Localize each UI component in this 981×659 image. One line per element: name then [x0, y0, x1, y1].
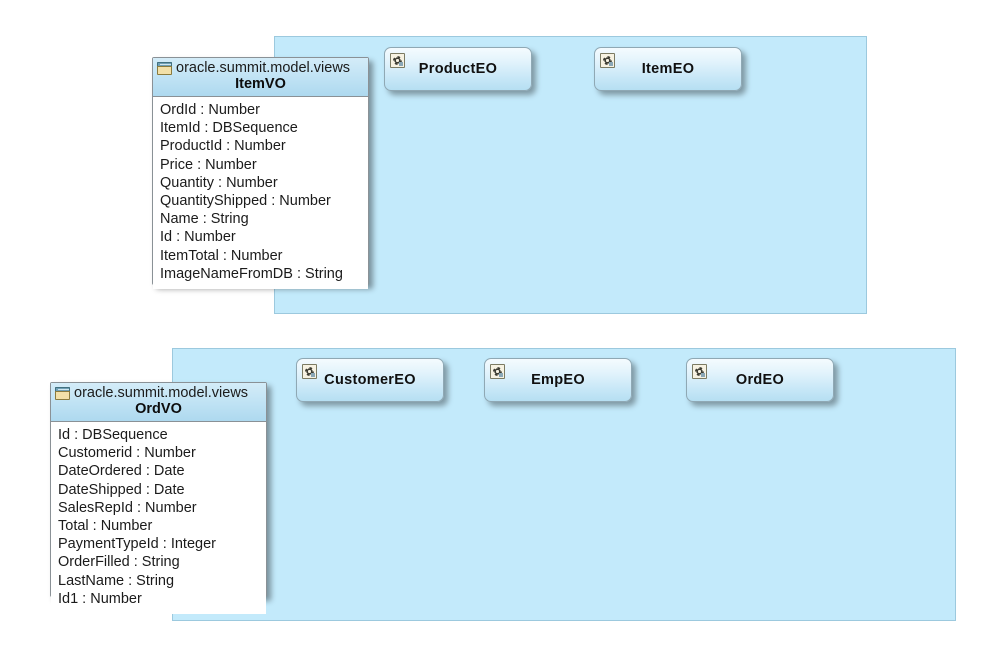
attribute-row: Id : Number [160, 229, 236, 246]
view-object-icon [55, 387, 70, 400]
view-box-ordvo[interactable]: oracle.summit.model.views OrdVO Id : DBS… [50, 382, 267, 615]
attribute-row: Quantity : Number [160, 174, 278, 191]
entity-box-empeo[interactable]: EmpEO [484, 358, 632, 402]
entity-object-icon [490, 364, 505, 379]
gear-glyph [393, 56, 402, 65]
gear-glyph [305, 367, 314, 376]
view-box-name: OrdVO [135, 401, 182, 417]
gear-glyph [695, 367, 704, 376]
icon-corner-glyph [609, 62, 613, 66]
attribute-row: LastName : String [58, 572, 175, 589]
view-box-name: ItemVO [235, 76, 286, 92]
attribute-row: ImageNameFromDB : String [160, 265, 343, 282]
attribute-row: ItemTotal : Number [160, 247, 283, 264]
view-box-attribute-list: Id : DBSequence Customerid : Number Date… [51, 422, 266, 615]
attribute-row: PaymentTypeId : Integer [58, 536, 216, 553]
attribute-row: QuantityShipped : Number [160, 193, 331, 210]
icon-corner-glyph [399, 62, 403, 66]
entity-box-customereo[interactable]: CustomerEO [296, 358, 444, 402]
entity-box-label: OrdEO [735, 372, 785, 388]
entity-object-icon [692, 364, 707, 379]
view-object-icon [157, 62, 172, 75]
view-box-itemvo[interactable]: oracle.summit.model.views ItemVO OrdId :… [152, 57, 369, 290]
entity-box-producteo[interactable]: ProductEO [384, 47, 532, 91]
entity-box-label: ProductEO [418, 61, 498, 77]
view-box-package: oracle.summit.model.views [176, 60, 351, 76]
attribute-row: ItemId : DBSequence [160, 120, 298, 137]
attribute-row: OrdId : Number [160, 102, 260, 118]
attribute-row: SalesRepId : Number [58, 499, 197, 516]
attribute-row: Total : Number [58, 518, 153, 535]
icon-corner-glyph [701, 373, 705, 377]
gear-glyph [603, 56, 612, 65]
entity-box-label: EmpEO [531, 372, 585, 388]
view-box-header: oracle.summit.model.views OrdVO [51, 383, 266, 422]
icon-corner-glyph [499, 373, 503, 377]
attribute-row: Id1 : Number [58, 590, 142, 607]
attribute-row: ProductId : Number [160, 138, 286, 155]
view-box-header: oracle.summit.model.views ItemVO [153, 58, 368, 97]
view-box-attribute-list: OrdId : Number ItemId : DBSequence Produ… [153, 97, 368, 290]
attribute-row: Name : String [160, 211, 249, 228]
attribute-row: Customerid : Number [58, 445, 196, 462]
gear-glyph [493, 367, 502, 376]
entity-box-ordeo[interactable]: OrdEO [686, 358, 834, 402]
view-box-package: oracle.summit.model.views [74, 385, 249, 401]
attribute-row: Id : DBSequence [58, 427, 168, 443]
entity-object-icon [390, 53, 405, 68]
attribute-row: OrderFilled : String [58, 554, 180, 571]
attribute-row: DateOrdered : Date [58, 463, 185, 480]
attribute-row: DateShipped : Date [58, 481, 185, 498]
entity-box-label: CustomerEO [324, 372, 416, 388]
entity-box-label: ItemEO [641, 61, 695, 77]
entity-box-itemeo[interactable]: ItemEO [594, 47, 742, 91]
top-panel[interactable] [274, 36, 867, 314]
entity-object-icon [600, 53, 615, 68]
entity-object-icon [302, 364, 317, 379]
icon-corner-glyph [311, 373, 315, 377]
attribute-row: Price : Number [160, 156, 257, 173]
